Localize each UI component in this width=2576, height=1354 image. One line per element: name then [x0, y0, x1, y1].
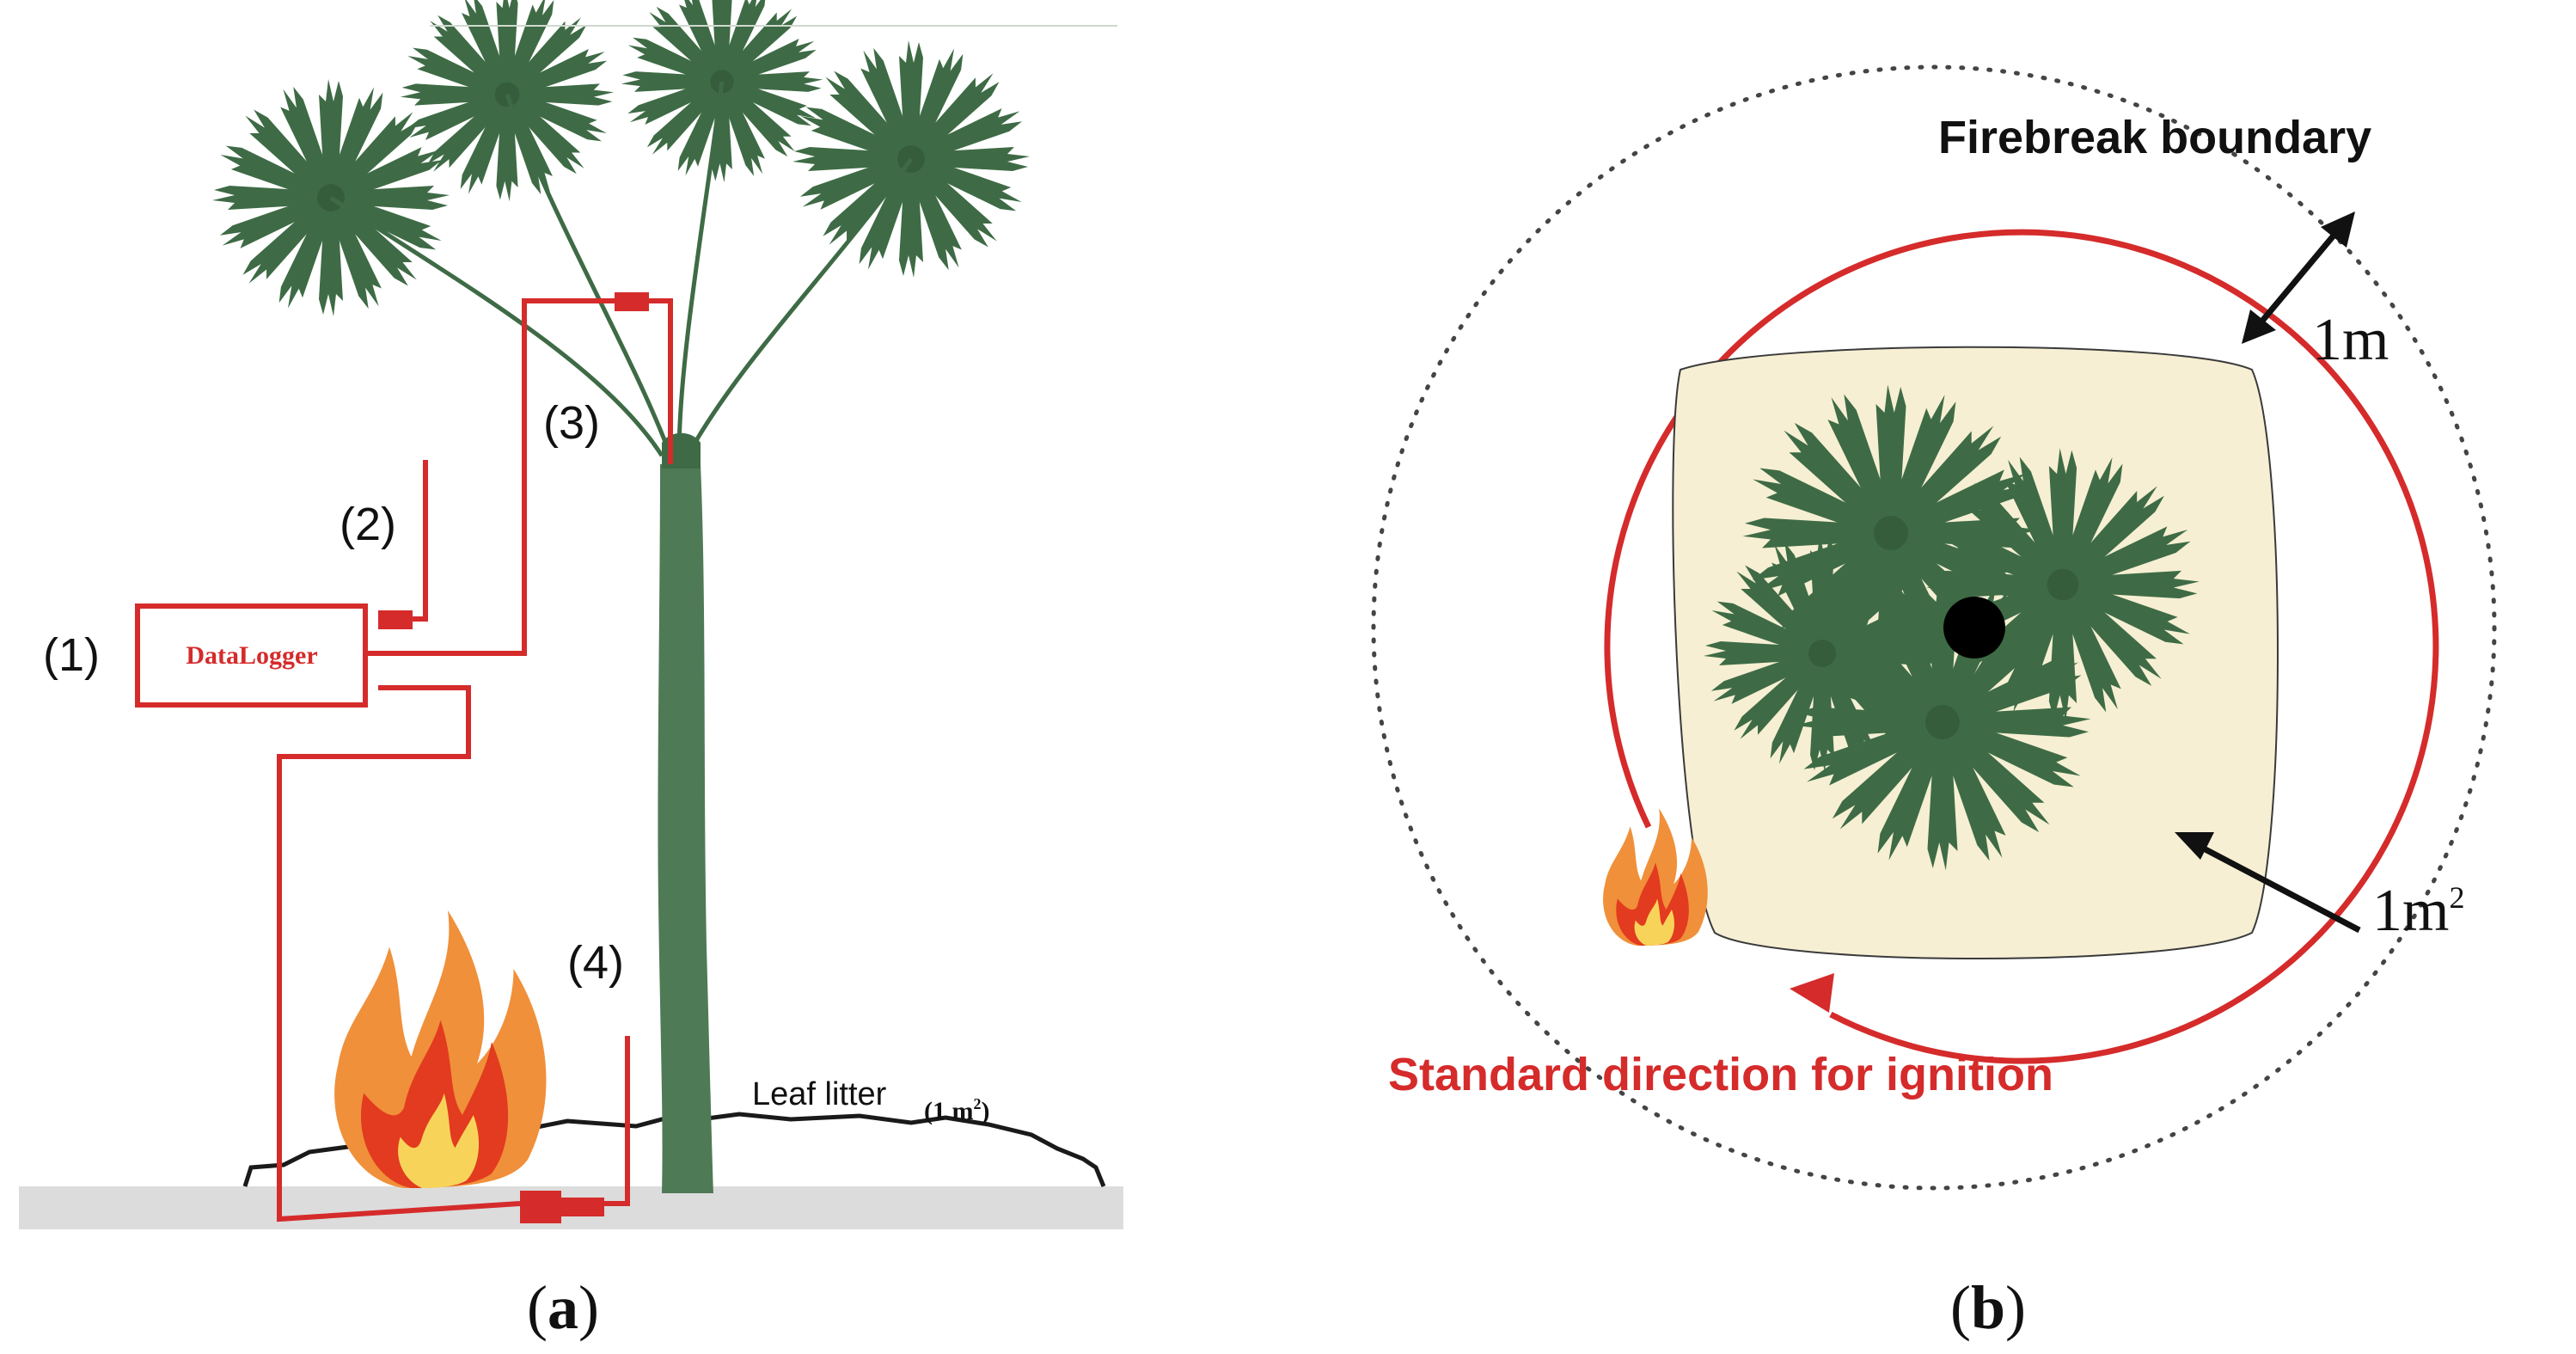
label-1: (1): [43, 629, 100, 681]
palm-crown: [212, 0, 1117, 457]
label-3: (3): [543, 397, 600, 449]
caption-b: (b): [1950, 1273, 2026, 1342]
distance-arrow: [2242, 211, 2355, 344]
datalogger-box: [135, 603, 368, 708]
firebreak-label: Firebreak boundary: [1938, 112, 2371, 163]
litter-area-label: (1 m2): [924, 1095, 989, 1125]
label-4: (4): [567, 937, 624, 989]
panel-b: 1m 1m2 Firebreak boundary Standard direc…: [1371, 64, 2497, 1342]
sensor-wiring: [277, 298, 673, 1222]
label-2: (2): [340, 499, 396, 550]
ignition-label: Standard direction for ignition: [1388, 1049, 2053, 1100]
ignition-path: [1604, 229, 2439, 1064]
palm-trunk: [658, 464, 713, 1193]
caption-a: (a): [527, 1273, 599, 1342]
datalogger-label: DataLogger: [186, 641, 317, 670]
trunk-center-dot: [1943, 597, 2005, 659]
distance-label: 1m: [2312, 307, 2389, 373]
area-label: 1m2: [2372, 878, 2464, 944]
leaf-litter-label: Leaf litter: [752, 1076, 887, 1112]
ignition-arrowhead: [1790, 973, 1834, 1013]
palm-top-view: [1704, 385, 2200, 871]
fire-icon: [334, 910, 547, 1188]
panel-a: DataLogger (1) (2) (3) (4) Leaf litter (…: [19, 0, 1123, 1342]
area-arrow: [2175, 832, 2361, 934]
firebreak-boundary: [1371, 64, 2497, 1191]
